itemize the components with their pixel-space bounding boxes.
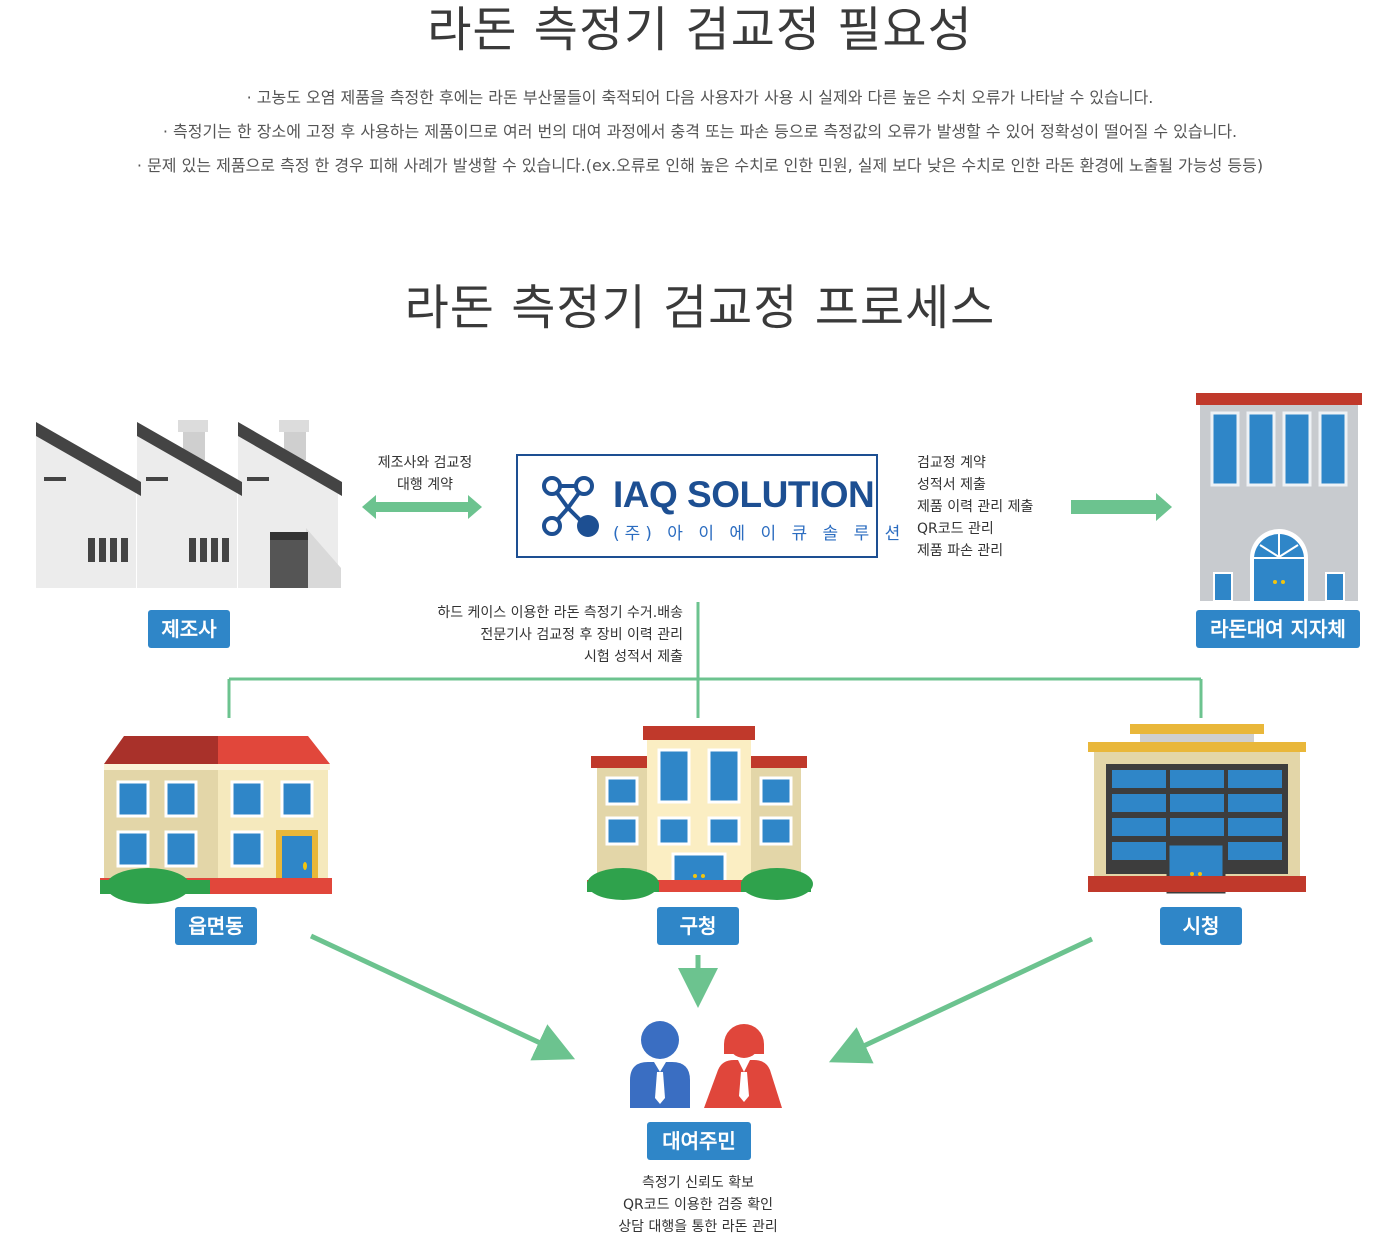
residents-badge: 대여주민 xyxy=(647,1122,751,1160)
rental-gov-badge: 라돈대여 지자체 xyxy=(1196,610,1360,648)
note-line: 제품 이력 관리 제출 xyxy=(917,499,1034,515)
note-line: 제품 파손 관리 xyxy=(917,543,1004,559)
note-line: 성적서 제출 xyxy=(917,477,986,493)
necessity-title: 라돈 측정기 검교정 필요성 xyxy=(427,2,973,58)
company-name: IAQ SOLUTION xyxy=(613,474,875,515)
company-logo: IAQ SOLUTION (주) 아 이 에 이 큐 솔 루 션 xyxy=(516,454,900,558)
tree-lines xyxy=(227,602,1203,718)
necessity-bullets: · 고농도 오염 제품을 측정한 후에는 라돈 부산물들이 축적되어 다음 사용… xyxy=(0,81,1400,183)
company-subtitle: (주) 아 이 에 이 큐 솔 루 션 xyxy=(613,524,906,544)
arrows-to-residents xyxy=(309,933,1094,1064)
gov-contract-note: 검교정 계약 성적서 제출 제품 이력 관리 제출 QR코드 관리 제품 파손 … xyxy=(917,452,1033,562)
note-line: QR코드 이용한 검증 확인 xyxy=(622,1197,774,1213)
molecule-icon xyxy=(542,476,599,537)
town-office-icon xyxy=(100,736,332,904)
residents-icon xyxy=(630,1021,782,1108)
note-line: 상담 대행을 통한 라돈 관리 xyxy=(618,1219,778,1235)
district-office-icon xyxy=(587,726,813,900)
city-hall-badge: 시청 xyxy=(1160,907,1242,945)
note-line: 전문기사 검교정 후 장비 이력 관리 xyxy=(480,627,683,643)
manufacturer-badge: 제조사 xyxy=(148,610,230,648)
process-title: 라돈 측정기 검교정 프로세스 xyxy=(404,280,996,336)
bullet-item: · 고농도 오염 제품을 측정한 후에는 라돈 부산물들이 축적되어 다음 사용… xyxy=(246,88,1154,107)
benefits-note: 측정기 신뢰도 확보 QR코드 이용한 검증 확인 상담 대행을 통한 라돈 관… xyxy=(548,1172,848,1238)
double-arrow xyxy=(362,495,482,519)
delivery-note: 하드 케이스 이용한 라돈 측정기 수거.배송 전문기사 검교정 후 장비 이력… xyxy=(380,602,683,668)
note-line: 제조사와 검교정 xyxy=(377,455,473,471)
bullet-item: · 측정기는 한 장소에 고정 후 사용하는 제품이므로 여러 번의 대여 과정… xyxy=(162,122,1238,141)
note-line: 대행 계약 xyxy=(397,477,453,493)
note-line: 시험 성적서 제출 xyxy=(583,649,683,665)
gov-building-icon xyxy=(1196,393,1362,602)
note-line: 하드 케이스 이용한 라돈 측정기 수거.배송 xyxy=(437,605,683,621)
note-line: 측정기 신뢰도 확보 xyxy=(642,1175,754,1191)
note-line: 검교정 계약 xyxy=(917,455,986,471)
arrow-to-gov xyxy=(1071,493,1172,521)
contract-note: 제조사와 검교정 대행 계약 xyxy=(340,452,510,496)
factory-icon xyxy=(36,420,342,588)
bullet-item: · 문제 있는 제품으로 측정 한 경우 피해 사례가 발생할 수 있습니다.(… xyxy=(136,156,1264,175)
city-hall-icon xyxy=(1088,724,1306,894)
district-badge: 구청 xyxy=(657,907,739,945)
town-badge: 읍면동 xyxy=(175,907,257,945)
note-line: QR코드 관리 xyxy=(917,521,994,537)
